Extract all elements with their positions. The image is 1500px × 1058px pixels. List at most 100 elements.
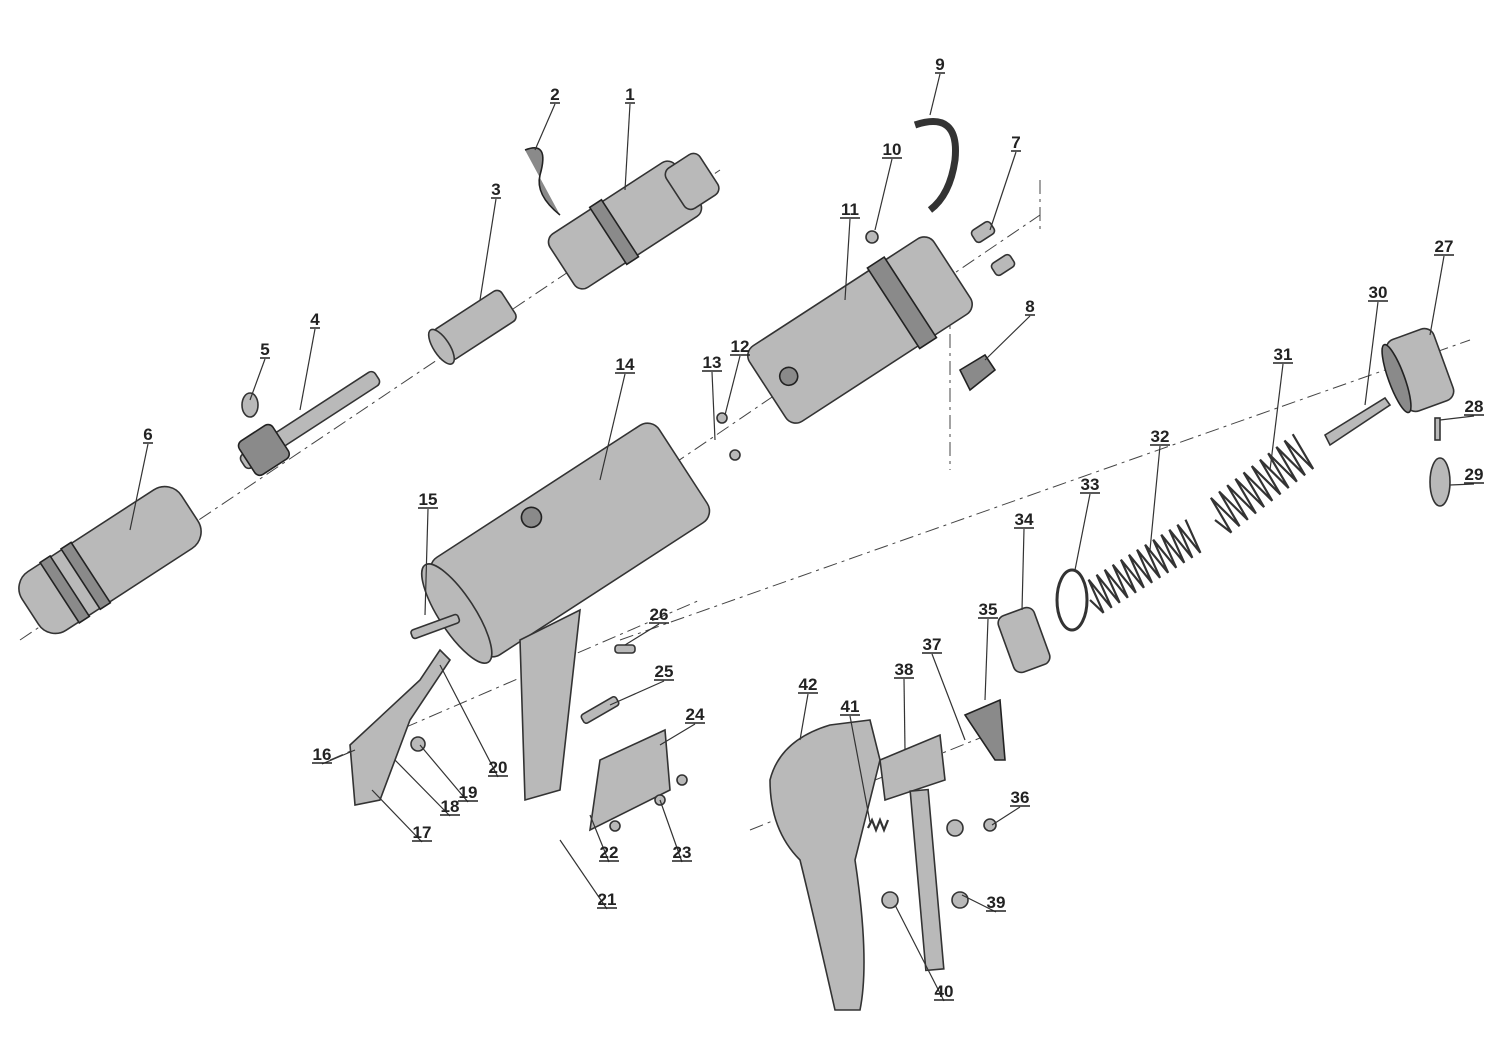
part-number: 2 bbox=[550, 85, 559, 104]
part-number: 5 bbox=[260, 340, 269, 359]
leader-line bbox=[534, 103, 556, 151]
part-number: 30 bbox=[1369, 283, 1388, 302]
leader-line bbox=[1364, 301, 1379, 406]
part-label-24: 24 bbox=[659, 705, 705, 746]
leader-line bbox=[559, 839, 608, 910]
part-label-25: 25 bbox=[609, 662, 674, 706]
part-number: 19 bbox=[459, 783, 478, 802]
part-number: 4 bbox=[310, 310, 320, 329]
leader-line bbox=[599, 373, 626, 481]
leader-line bbox=[249, 358, 266, 401]
part-label-32: 32 bbox=[1149, 427, 1170, 551]
part-label-30: 30 bbox=[1364, 283, 1388, 406]
part-number: 29 bbox=[1465, 465, 1484, 484]
part-number: 8 bbox=[1025, 297, 1034, 316]
leader-line bbox=[894, 904, 945, 1002]
part-number: 14 bbox=[616, 355, 635, 374]
part-label-4: 4 bbox=[299, 310, 320, 411]
part-42-handle bbox=[769, 719, 881, 1011]
leader-line bbox=[711, 371, 716, 441]
leader-line bbox=[874, 158, 893, 231]
part-label-40: 40 bbox=[894, 904, 954, 1002]
parts-28-29 bbox=[1429, 417, 1451, 507]
part-41-spring bbox=[867, 817, 890, 833]
leader-line bbox=[659, 723, 696, 746]
part-label-2: 2 bbox=[534, 85, 560, 151]
part-number: 36 bbox=[1011, 788, 1030, 807]
part-label-12: 12 bbox=[724, 337, 750, 416]
part-number: 11 bbox=[841, 200, 859, 219]
parts-35-37-sear bbox=[963, 698, 1006, 832]
part-label-41: 41 bbox=[840, 697, 871, 823]
part-number: 1 bbox=[625, 85, 634, 104]
part-number: 26 bbox=[650, 605, 669, 624]
part-label-17: 17 bbox=[371, 789, 432, 843]
leader-line bbox=[1149, 445, 1161, 551]
part-label-33: 33 bbox=[1074, 475, 1100, 571]
part-3-bushing bbox=[427, 289, 517, 365]
part-27-cap bbox=[1381, 327, 1455, 414]
part-number: 35 bbox=[979, 600, 998, 619]
part-label-29: 29 bbox=[1449, 465, 1484, 486]
part-34-nut bbox=[997, 606, 1051, 674]
part-label-42: 42 bbox=[798, 675, 818, 741]
leader-line bbox=[961, 894, 997, 913]
part-label-39: 39 bbox=[961, 893, 1006, 913]
part-label-27: 27 bbox=[1429, 237, 1454, 336]
part-number: 22 bbox=[600, 843, 619, 862]
part-number: 7 bbox=[1011, 133, 1020, 152]
assembly-axes bbox=[19, 169, 1471, 831]
leader-line bbox=[844, 218, 851, 301]
part-label-34: 34 bbox=[1014, 510, 1034, 611]
part-number: 32 bbox=[1151, 427, 1170, 446]
part-label-31: 31 bbox=[1269, 345, 1293, 471]
part-label-6: 6 bbox=[129, 425, 153, 531]
part-7-screws bbox=[970, 220, 1016, 277]
part-number: 34 bbox=[1015, 510, 1034, 529]
part-number: 17 bbox=[413, 823, 432, 842]
part-number: 13 bbox=[703, 353, 722, 372]
parts-12-13-pins bbox=[716, 412, 741, 461]
part-label-36: 36 bbox=[991, 788, 1030, 826]
part-14-housing bbox=[420, 422, 711, 664]
part-label-10: 10 bbox=[874, 140, 902, 231]
part-number: 12 bbox=[731, 337, 750, 356]
part-number: 23 bbox=[673, 843, 692, 862]
part-number: 27 bbox=[1435, 237, 1454, 256]
leader-line bbox=[991, 806, 1021, 826]
part-label-14: 14 bbox=[599, 355, 635, 481]
leader-line bbox=[129, 443, 149, 531]
leader-line bbox=[1074, 493, 1091, 571]
part-number: 16 bbox=[313, 745, 332, 764]
part-label-28: 28 bbox=[1439, 397, 1484, 421]
part-number: 28 bbox=[1465, 397, 1484, 416]
part-2-clip bbox=[524, 147, 561, 216]
leader-line bbox=[984, 315, 1031, 361]
part-label-35: 35 bbox=[978, 600, 998, 701]
part-label-5: 5 bbox=[249, 340, 270, 401]
leader-line bbox=[299, 328, 316, 411]
part-label-19: 19 bbox=[419, 744, 478, 803]
leader-line bbox=[1429, 255, 1445, 336]
leader-line bbox=[624, 103, 631, 191]
part-label-16: 16 bbox=[312, 745, 356, 765]
leader-line bbox=[929, 73, 941, 116]
part-label-9: 9 bbox=[929, 55, 945, 116]
part-31-spring bbox=[1209, 433, 1315, 534]
part-number: 37 bbox=[923, 635, 942, 654]
part-number: 33 bbox=[1081, 475, 1100, 494]
part-14-grip bbox=[519, 608, 581, 802]
leader-line bbox=[371, 789, 423, 843]
part-10-ball bbox=[865, 230, 879, 244]
part-5-ring bbox=[241, 392, 259, 418]
leader-line bbox=[1449, 483, 1475, 486]
part-number: 20 bbox=[489, 758, 508, 777]
part-label-13: 13 bbox=[702, 353, 722, 441]
leader-line bbox=[1021, 528, 1025, 611]
part-number: 39 bbox=[987, 893, 1006, 912]
part-label-18: 18 bbox=[394, 759, 460, 817]
part-4-piston bbox=[237, 370, 381, 477]
leader-line bbox=[321, 749, 356, 765]
